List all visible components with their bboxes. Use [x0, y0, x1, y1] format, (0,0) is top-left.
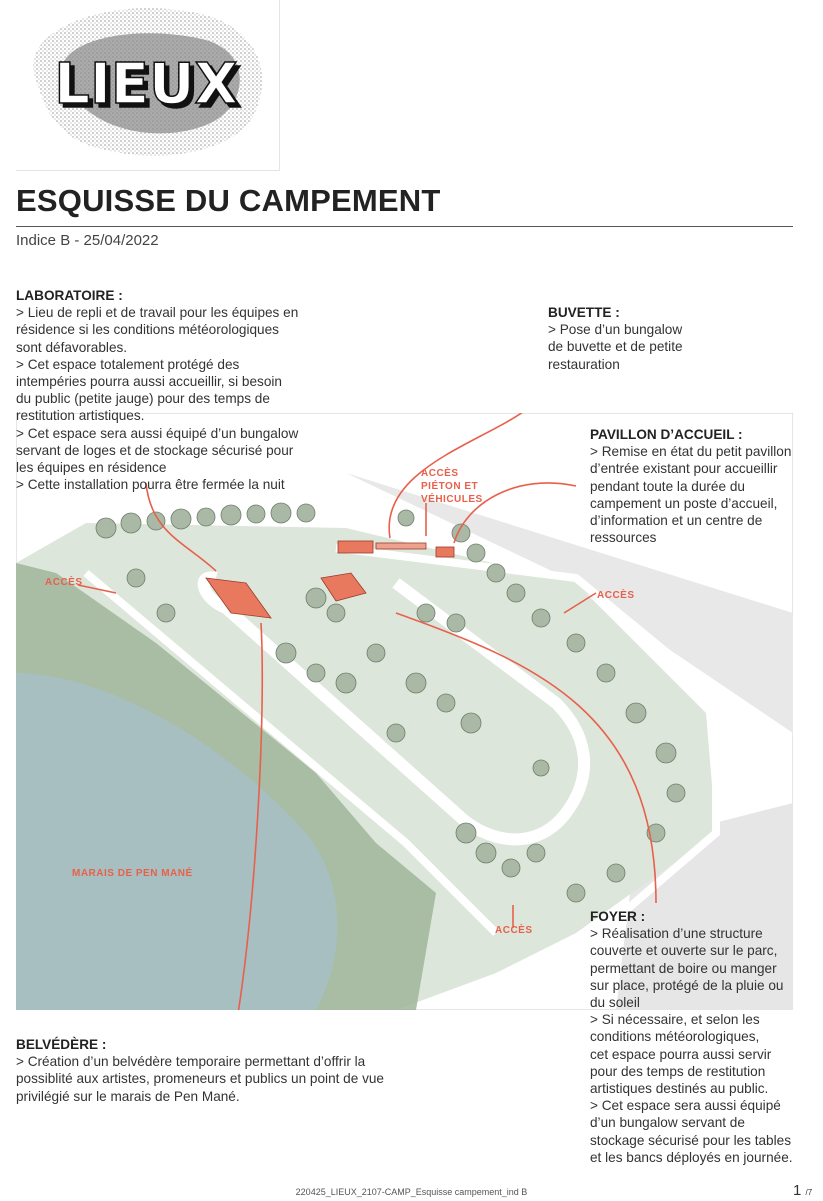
arrow-laboratoire	[145, 482, 217, 572]
block-line: et les bancs déployés en journée.	[590, 1149, 793, 1165]
page-title: ESQUISSE DU CAMPEMENT	[16, 183, 441, 218]
water-marais	[16, 673, 338, 1010]
block-line: intempéries pourra aussi accueillir, si …	[16, 374, 282, 390]
block-line: privilégié sur le marais de Pen Mané.	[16, 1088, 240, 1104]
block-line: pendant toute la durée du	[590, 478, 745, 494]
laboratoire-building	[205, 577, 272, 619]
block-line: résidence si les conditions météorologiq…	[16, 322, 279, 338]
revision-date: Indice B - 25/04/2022	[16, 232, 159, 249]
block-line: cet espace pourra aussi servir	[590, 1046, 772, 1062]
block-line: sont défavorables.	[16, 339, 128, 355]
block-line: d’un bungalow servant de	[590, 1115, 745, 1131]
arrow-belvedere	[233, 622, 264, 1039]
label-line: PIÉTON ET	[421, 481, 479, 492]
map-label-marais: MARAIS DE PEN MANÉ	[72, 868, 193, 879]
map-label-acces-south: ACCÈS	[495, 925, 533, 936]
grey-zone-north	[346, 473, 793, 733]
block-line: pour des temps de restitution	[590, 1063, 766, 1079]
block-line: du soleil	[590, 995, 640, 1011]
map-label-acces-main: ACCÈS PIÉTON ET VÉHICULES	[421, 467, 483, 506]
block-laboratoire: LABORATOIRE : > Lieu de repli et de trav…	[16, 287, 298, 493]
pavillon-building	[435, 546, 455, 558]
main-path	[83, 569, 499, 936]
arrow-foyer	[395, 612, 657, 904]
block-line: permettant de boire ou manger	[590, 960, 777, 976]
block-line: > Si nécessaire, et selon les	[590, 1012, 760, 1028]
arrow-pavillon	[453, 482, 577, 544]
block-buvette: BUVETTE : > Pose d’un bungalow de buvett…	[548, 304, 683, 373]
block-foyer: FOYER : > Réalisation d’une structure co…	[590, 908, 793, 1166]
map-label-acces-west: ACCÈS	[45, 577, 83, 588]
block-line: possiblité aux artistes, promeneurs et p…	[16, 1071, 384, 1087]
block-line: servant de loges et de stockage sécurisé…	[16, 442, 294, 458]
block-line: du public (petite jauge) pour des temps …	[16, 391, 270, 407]
block-line: stockage sécurisé pour les tables	[590, 1132, 791, 1148]
block-line: > Réalisation d’une structure	[590, 926, 763, 942]
label-line: VÉHICULES	[421, 494, 483, 505]
block-line: conditions météorologiques,	[590, 1029, 760, 1045]
block-line: les équipes en résidence	[16, 460, 167, 476]
block-line: restitution artistiques.	[16, 408, 145, 424]
page-total: /7	[805, 1188, 813, 1197]
block-line: > Lieu de repli et de travail pour les é…	[16, 305, 299, 321]
block-title: BUVETTE :	[548, 305, 620, 320]
block-line: > Remise en état du petit pavillon	[590, 444, 792, 460]
block-line: sur place, protégé de la pluie ou	[590, 977, 784, 993]
block-line: > Cet espace sera aussi équipé	[590, 1098, 781, 1114]
footer-filename: 220425_LIEUX_2107-CAMP_Esquisse campemen…	[295, 1187, 528, 1197]
block-line: d’information et un centre de	[590, 513, 763, 529]
page-current: 1	[793, 1182, 802, 1199]
buvette-building	[337, 540, 374, 554]
block-title: FOYER :	[590, 909, 646, 924]
block-line: > Pose d’un bungalow	[548, 322, 683, 338]
block-pavillon-accueil: PAVILLON D’ACCUEIL : > Remise en état du…	[590, 426, 791, 546]
block-line: d’entrée existant pour accueillir	[590, 461, 778, 477]
block-line: > Cette installation pourra être fermée …	[16, 477, 285, 493]
campement-sketch-map	[15, 382, 794, 1039]
buildings	[205, 540, 455, 619]
block-line: > Cet espace totalement protégé des	[16, 356, 240, 372]
block-title: LABORATOIRE :	[16, 288, 123, 303]
block-line: > Création d’un belvédère temporaire per…	[16, 1054, 366, 1070]
block-title: BELVÉDÈRE :	[16, 1037, 107, 1052]
block-line: artistiques destinés au public.	[590, 1081, 769, 1097]
map-label-acces-east: ACCÈS	[597, 590, 635, 601]
block-line: restauration	[548, 356, 620, 372]
logo-text: LIEUX	[54, 52, 237, 117]
trees	[95, 502, 686, 903]
loop-path	[197, 571, 591, 846]
block-line: ressources	[590, 530, 657, 546]
block-title: PAVILLON D’ACCUEIL :	[590, 427, 743, 442]
block-belvedere: BELVÉDÈRE : > Création d’un belvédère te…	[16, 1036, 384, 1105]
leader-arrows	[77, 382, 657, 1039]
block-line: de buvette et de petite	[548, 339, 683, 355]
label-line: ACCÈS	[421, 468, 459, 479]
page-number: 1 /7	[793, 1182, 812, 1199]
title-divider	[16, 226, 793, 227]
foyer-building	[320, 572, 367, 602]
block-line: > Cet espace sera aussi équipé d’un bung…	[16, 425, 299, 441]
block-line: campement un poste d’accueil,	[590, 495, 778, 511]
block-line: couverte et ouverte sur le parc,	[590, 943, 778, 959]
lieux-logo: LIEUX	[16, 0, 280, 171]
